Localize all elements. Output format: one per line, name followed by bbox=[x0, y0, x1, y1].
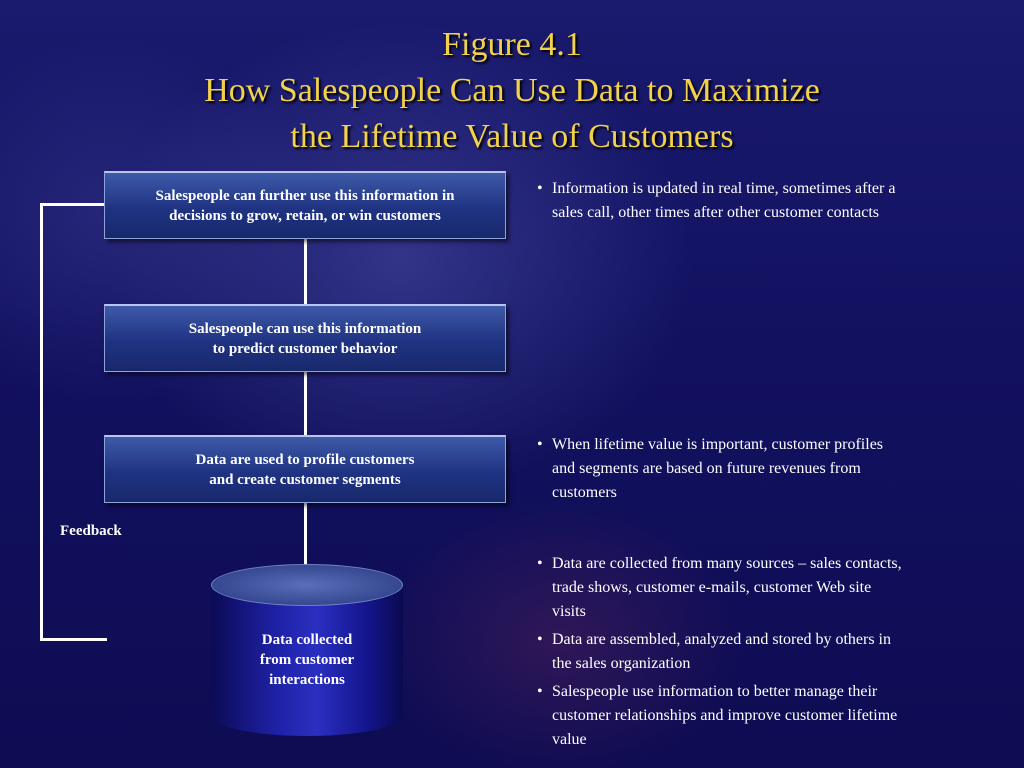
bullet-marker: • bbox=[537, 683, 543, 700]
bullet-line: Data are collected from many sources – s… bbox=[552, 555, 902, 572]
database-cylinder-icon: Data collected from customer interaction… bbox=[211, 564, 403, 736]
bullet-item: • Data are collected from many sources –… bbox=[537, 552, 902, 624]
flow-box-text: and create customer segments bbox=[209, 471, 401, 488]
title-line-2: the Lifetime Value of Customers bbox=[290, 118, 734, 155]
flow-box-text: Salespeople can use this information bbox=[188, 320, 422, 337]
bullet-line: Information is updated in real time, som… bbox=[552, 180, 896, 197]
cylinder-top bbox=[211, 564, 403, 606]
feedback-connector bbox=[40, 203, 107, 641]
database-label-line: from customer bbox=[259, 652, 355, 668]
flow-box-text: Salespeople can further use this informa… bbox=[155, 187, 455, 204]
bullet-line: and segments are based on future revenue… bbox=[552, 460, 861, 477]
figure-number: Figure 4.1 bbox=[442, 26, 582, 63]
connector-low-to-mid bbox=[304, 372, 307, 435]
bullet-line: the sales organization bbox=[552, 655, 691, 672]
flow-box-profile: Data are used to profile customers and c… bbox=[104, 435, 506, 503]
title-line-1: How Salespeople Can Use Data to Maximize bbox=[204, 72, 820, 109]
bullet-item: • Data are assembled, analyzed and store… bbox=[537, 628, 902, 676]
bullet-line: value bbox=[552, 731, 587, 748]
bullet-group-realtime: • Information is updated in real time, s… bbox=[537, 177, 895, 229]
flow-box-text: to predict customer behavior bbox=[212, 340, 398, 357]
flow-box-text: Data are used to profile customers bbox=[195, 451, 415, 468]
bullet-line: sales call, other times after other cust… bbox=[552, 204, 879, 221]
bullet-marker: • bbox=[537, 555, 543, 572]
database-label-line: interactions bbox=[269, 672, 345, 688]
bullet-item: • Salespeople use information to better … bbox=[537, 680, 902, 752]
bullet-line: Data are assembled, analyzed and stored … bbox=[552, 631, 891, 648]
bullet-line: When lifetime value is important, custom… bbox=[552, 436, 884, 453]
flow-box-predict: Salespeople can use this information to … bbox=[104, 304, 506, 372]
bullet-group-collection: • Data are collected from many sources –… bbox=[537, 552, 902, 756]
bullet-line: trade shows, customer e-mails, customer … bbox=[552, 579, 872, 596]
feedback-label: Feedback bbox=[60, 523, 122, 539]
database-label: Data collected from customer interaction… bbox=[211, 630, 403, 690]
bullet-line: customers bbox=[552, 484, 617, 501]
connector-db-to-low bbox=[304, 503, 307, 567]
bullet-line: Salespeople use information to better ma… bbox=[552, 683, 878, 700]
database-label-line: Data collected bbox=[261, 632, 353, 648]
bullet-item: • When lifetime value is important, cust… bbox=[537, 433, 883, 505]
bullet-marker: • bbox=[537, 180, 543, 197]
flow-box-decisions: Salespeople can further use this informa… bbox=[104, 171, 506, 239]
bullet-line: visits bbox=[552, 603, 586, 620]
bullet-item: • Information is updated in real time, s… bbox=[537, 177, 895, 225]
bullet-marker: • bbox=[537, 631, 543, 648]
flow-box-text: decisions to grow, retain, or win custom… bbox=[169, 207, 441, 224]
bullet-line: customer relationships and improve custo… bbox=[552, 707, 898, 724]
bullet-marker: • bbox=[537, 436, 543, 453]
bullet-group-lifetime: • When lifetime value is important, cust… bbox=[537, 433, 883, 509]
connector-mid-to-top bbox=[304, 239, 307, 304]
cylinder-body bbox=[211, 584, 403, 716]
slide-title: Figure 4.1 How Salespeople Can Use Data … bbox=[0, 22, 1024, 160]
